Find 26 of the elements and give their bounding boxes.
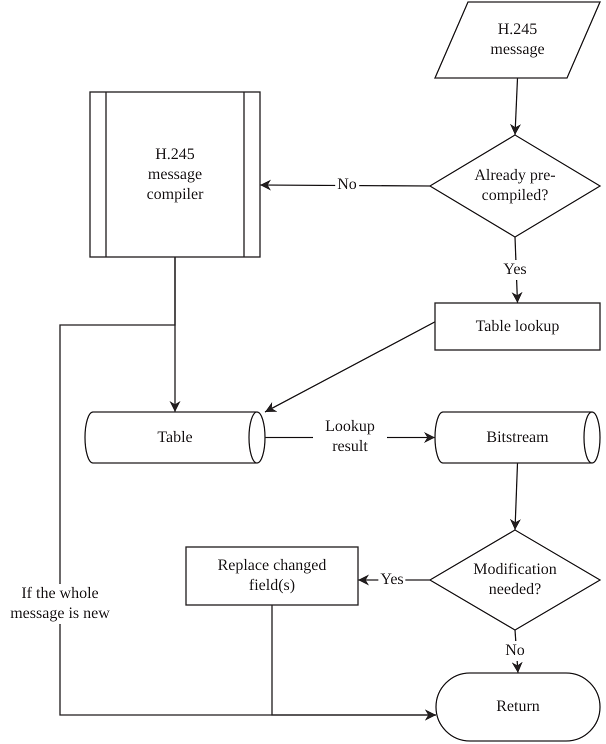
decision-diamond bbox=[430, 530, 600, 630]
arrow bbox=[510, 78, 521, 136]
storage-cylinder bbox=[85, 412, 265, 463]
arrow bbox=[271, 605, 436, 720]
edge-label: No bbox=[503, 641, 527, 661]
edge-label: Yes bbox=[501, 260, 529, 280]
node-label: H.245 message compiler bbox=[146, 144, 204, 204]
input-parallelogram bbox=[435, 2, 600, 78]
edge-label: If the whole message is new bbox=[8, 584, 112, 624]
predefined-process-box bbox=[90, 92, 260, 257]
node-label: Table lookup bbox=[476, 316, 560, 336]
node-label: Bitstream bbox=[486, 428, 549, 448]
storage-cylinder bbox=[435, 412, 600, 463]
arrow bbox=[260, 180, 430, 191]
arrow bbox=[510, 462, 521, 530]
arrow bbox=[512, 630, 523, 674]
arrow bbox=[264, 321, 436, 413]
node-label: Replace changed field(s) bbox=[216, 556, 328, 596]
process-box bbox=[435, 303, 600, 350]
decision-diamond bbox=[430, 135, 600, 237]
node-label: Already pre-compiled? bbox=[473, 166, 557, 206]
node-label: H.245 message bbox=[489, 20, 546, 60]
process-box bbox=[186, 547, 358, 605]
node-label: Table bbox=[157, 428, 193, 448]
node-label: Return bbox=[496, 697, 540, 717]
node-label: Modification needed? bbox=[472, 560, 558, 600]
